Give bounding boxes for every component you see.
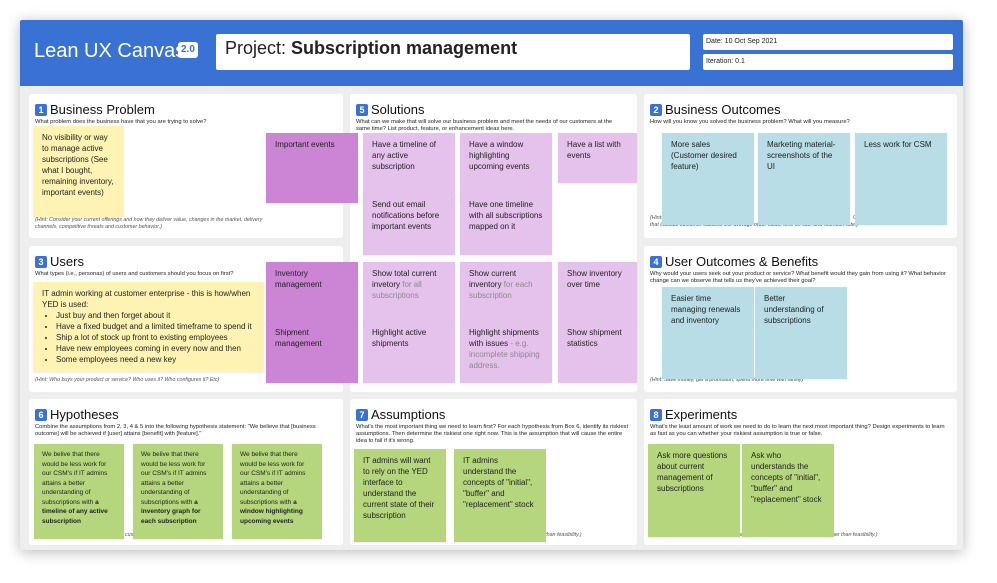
section-number: 5 xyxy=(356,104,368,116)
section-number: 7 xyxy=(356,409,368,421)
section-hint-start: (Hint: xyxy=(650,215,663,221)
section-hint: (Hint: Save money, get a promotion, spen… xyxy=(650,377,804,383)
sticky-note-solution[interactable]: Have a list with events xyxy=(558,133,637,183)
users-bullet-list: Just buy and then forget about it Have a… xyxy=(42,310,255,365)
version-badge: 2.0 xyxy=(178,42,198,58)
hypothesis-text: We belive that there would be less work … xyxy=(42,451,108,506)
section-title: Business Problem xyxy=(50,102,155,117)
section-hint-end: her than feasibility.) xyxy=(832,532,878,538)
section-subtitle: Why would your users seek out your produ… xyxy=(650,271,946,284)
section-title: Users xyxy=(50,254,84,269)
section-hint-end: er than feasibility.) xyxy=(539,532,582,538)
sticky-note-problem[interactable]: No visibility or way to manage active su… xyxy=(33,126,124,217)
section-hint: (Hint: Who buys your product or service?… xyxy=(35,377,220,383)
section-number: 8 xyxy=(650,409,662,421)
section-subtitle: What can we make that will solve our bus… xyxy=(356,119,613,132)
hypothesis-feature: a inventory graph for each subscription xyxy=(141,498,201,525)
solution-text: Show total current invetory xyxy=(372,269,437,289)
sticky-note-solution[interactable]: Show total current invetory for all subs… xyxy=(363,262,455,324)
section-hint-fragment: ie xyxy=(739,532,743,539)
hypothesis-text: We belive that there would be less work … xyxy=(240,451,306,506)
solution-text: Show current inventory xyxy=(469,269,517,289)
section-subtitle: How will you know you solved the busines… xyxy=(650,119,850,125)
section-title: Business Outcomes xyxy=(665,102,781,117)
sticky-note-solution[interactable]: Highlight active shipments xyxy=(363,321,455,383)
section-title: Hypotheses xyxy=(50,407,119,422)
section-number: 1 xyxy=(35,104,47,116)
section-number: 6 xyxy=(35,409,47,421)
section-hint-fragment: C xyxy=(853,215,857,222)
hypothesis-feature: a window highlighting upcoming events xyxy=(240,498,303,525)
section-subtitle: What's the least amount of work we need … xyxy=(650,424,945,437)
section-number: 4 xyxy=(650,256,662,268)
sticky-note-solution[interactable]: Have one timeline with all subscriptions… xyxy=(460,193,552,255)
hypothesis-text: We belive that there would be less work … xyxy=(141,451,207,506)
sticky-note-solution[interactable]: Highlight shipments with issues - e.g. i… xyxy=(460,321,552,383)
list-item: Some employees need a new key xyxy=(56,354,255,365)
section-number: 2 xyxy=(650,104,662,116)
list-item: Ship a lot of stock up front to existing… xyxy=(56,332,255,343)
sticky-note-hypothesis[interactable]: We belive that there would be less work … xyxy=(232,444,322,539)
section-title: Assumptions xyxy=(371,407,446,422)
section-hint-end: that indicate customer success like aver… xyxy=(650,222,859,228)
users-intro: IT admin working at customer enterprise … xyxy=(42,289,251,309)
sticky-note-category-important-events[interactable]: Important events xyxy=(266,133,358,203)
sticky-note-solution[interactable]: Show shipment statistics xyxy=(558,321,637,383)
sticky-note-experiment[interactable]: Ask more questions about current managem… xyxy=(648,444,740,537)
project-prefix: Project: xyxy=(225,38,292,58)
sticky-note-solution[interactable]: Show inventory over time xyxy=(558,262,637,324)
canvas-header: Lean UX Canvas 2.0 Project: Subscription… xyxy=(20,20,963,86)
section-title: User Outcomes & Benefits xyxy=(665,254,819,269)
sticky-note-assumption[interactable]: IT admins understand the concepts of "in… xyxy=(454,449,546,542)
sticky-note-category-shipment[interactable]: Shipment management xyxy=(266,321,358,383)
solution-text-muted: - e.g. incomplete shipping address. xyxy=(469,339,540,370)
sticky-note-business-outcome[interactable]: Marketing material- screenshots of the U… xyxy=(758,133,850,225)
iteration-field[interactable]: Iteration: 0.1 xyxy=(703,54,953,70)
section-number: 3 xyxy=(35,256,47,268)
project-name: Subscription management xyxy=(291,38,518,58)
sticky-note-experiment[interactable]: Ask who understands the concepts of "ini… xyxy=(742,444,834,537)
sticky-note-solution[interactable]: Send out email notifications before impo… xyxy=(363,193,455,255)
solution-text: Highlight shipments with issues xyxy=(469,328,539,348)
section-title: Experiments xyxy=(665,407,738,422)
solution-text-muted: for each subscription xyxy=(469,280,533,300)
sticky-note-user-outcome[interactable]: Better understanding of subscriptions xyxy=(755,287,847,379)
section-subtitle: Combine the assumptions from 2, 3, 4 & 5… xyxy=(35,424,316,437)
date-field[interactable]: Date: 10 Oct Sep 2021 xyxy=(703,34,953,50)
sticky-note-user-outcome[interactable]: Easier time managing renewals and invent… xyxy=(662,287,754,379)
section-subtitle: What's the most important thing we need … xyxy=(356,424,629,444)
sticky-note-solution[interactable]: Have a timeline of any active subscripti… xyxy=(363,133,455,203)
sticky-note-business-outcome[interactable]: More sales (Customer desired feature) xyxy=(662,133,754,225)
sticky-note-users[interactable]: IT admin working at customer enterprise … xyxy=(33,282,264,372)
section-title: Solutions xyxy=(371,102,425,117)
project-title-field[interactable]: Project: Subscription management xyxy=(216,34,690,70)
sticky-note-hypothesis[interactable]: We belive that there would be less work … xyxy=(133,444,223,539)
section-subtitle: What problem does the business have that… xyxy=(35,119,207,125)
sticky-note-category-inventory[interactable]: Inventory management xyxy=(266,262,358,324)
section-hint: (Hint: Consider your current offerings a… xyxy=(35,217,263,230)
sticky-note-hypothesis[interactable]: We belive that there would be less work … xyxy=(34,444,124,539)
section-hint-fragment: cus xyxy=(125,532,134,538)
lean-ux-canvas-board: Lean UX Canvas 2.0 Project: Subscription… xyxy=(20,20,963,550)
solution-text-muted: for all subscriptions xyxy=(372,280,422,300)
app-title: Lean UX Canvas xyxy=(34,40,186,62)
list-item: Have a fixed budget and a limited timefr… xyxy=(56,321,255,332)
sticky-note-solution[interactable]: Have a window highlighting upcoming even… xyxy=(460,133,552,203)
list-item: Just buy and then forget about it xyxy=(56,310,255,321)
list-item: Have new employees coming in every now a… xyxy=(56,343,255,354)
sticky-note-assumption[interactable]: IT admins will want to rely on the YED i… xyxy=(354,449,446,542)
hypothesis-feature: a timeline of any active subscription xyxy=(42,498,108,525)
section-subtitle: What types (i.e., personas) of users and… xyxy=(35,271,234,277)
sticky-note-solution[interactable]: Show current inventory for each subscrip… xyxy=(460,262,552,324)
sticky-note-business-outcome[interactable]: Less work for CSM xyxy=(855,133,947,225)
